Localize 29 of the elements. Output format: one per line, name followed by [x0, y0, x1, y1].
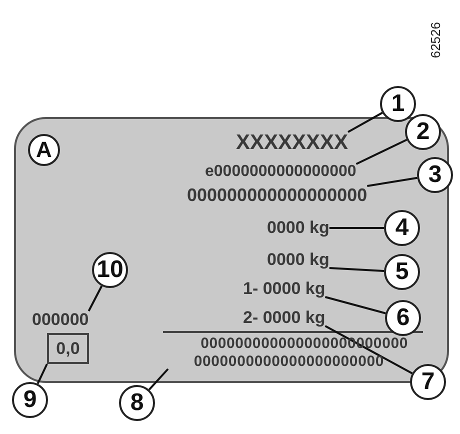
leader-line: [148, 368, 169, 390]
leader-line: [329, 267, 384, 272]
plate-code: 000000000000000000: [187, 186, 368, 204]
plate-code: e0000000000000000: [205, 164, 356, 180]
boxed-value: 0,0: [47, 333, 89, 364]
leader-line: [348, 112, 383, 133]
reference-number: 62526: [428, 22, 443, 58]
weight-value: 1- 0000 kg: [243, 280, 326, 297]
plate-code: 0000000000000000000000: [194, 354, 384, 369]
circled-letter: A: [28, 134, 60, 166]
leader-line: [36, 364, 48, 384]
leader-line: [356, 138, 408, 165]
callout-number: 4: [384, 210, 420, 246]
plate-code: XXXXXXXX: [236, 132, 348, 153]
callout-number: 5: [384, 254, 420, 290]
leader-line: [324, 296, 386, 314]
leader-line: [329, 227, 384, 229]
callout-number: 7: [410, 364, 446, 400]
plate-code: 000000: [32, 311, 89, 328]
weight-value: 0000 kg: [267, 219, 330, 236]
callout-number: 6: [385, 300, 421, 336]
callout-number: 1: [380, 86, 416, 122]
callout-number: 10: [92, 252, 128, 288]
weight-value: 2- 0000 kg: [243, 309, 326, 326]
callout-number: 8: [119, 385, 155, 421]
callout-number: 9: [12, 382, 48, 418]
leader-line: [367, 176, 418, 187]
leader-line: [88, 286, 103, 312]
weight-value: 0000 kg: [267, 251, 330, 268]
